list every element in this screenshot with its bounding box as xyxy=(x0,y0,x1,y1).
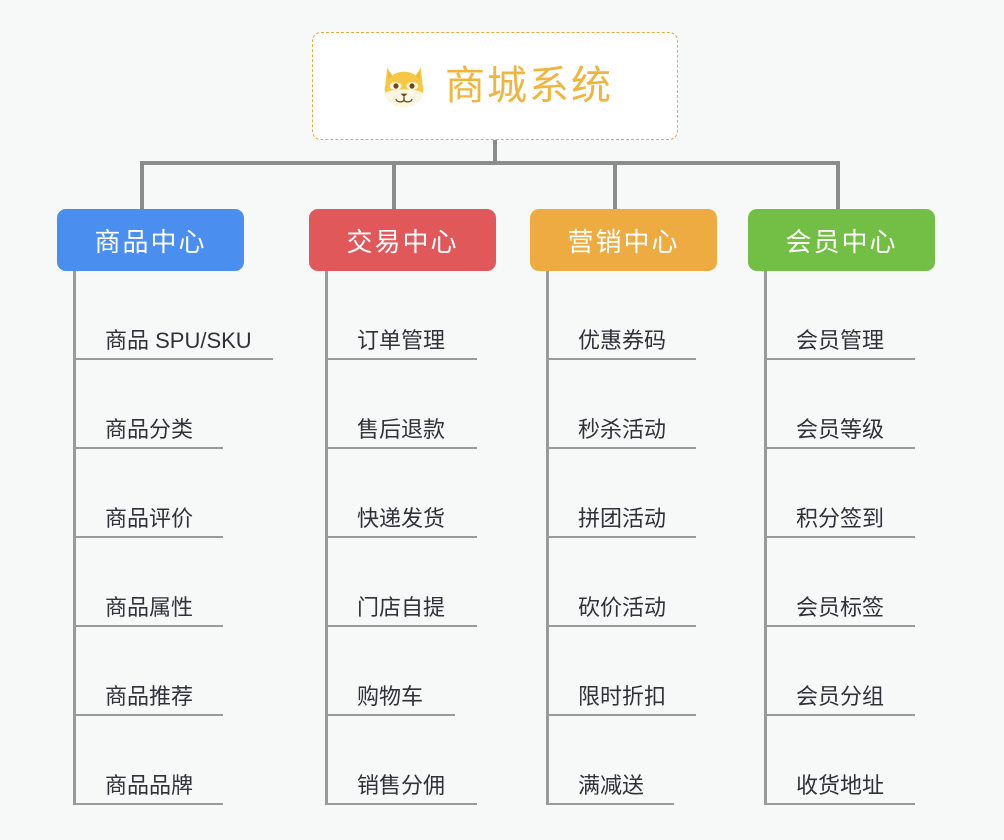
leaf-underline xyxy=(764,803,915,805)
leaf-label: 购物车 xyxy=(357,684,424,709)
leaf-label: 砍价活动 xyxy=(578,595,667,620)
leaf-underline xyxy=(325,447,477,449)
drop-connector-4 xyxy=(836,161,840,209)
leaf-label: 商品品牌 xyxy=(105,773,194,798)
leaf-underline xyxy=(546,714,696,716)
leaf-list-3: 优惠券码 秒杀活动 拼团活动 砍价活动 限时折扣 满减送 xyxy=(546,271,696,805)
horizontal-bus-connector xyxy=(140,161,840,165)
leaf-list-2: 订单管理 售后退款 快递发货 门店自提 购物车 销售分佣 xyxy=(325,271,477,805)
leaf-underline xyxy=(546,536,696,538)
leaf-underline xyxy=(325,358,477,360)
leaf-item[interactable]: 商品属性 xyxy=(73,538,262,627)
category-trunk-4 xyxy=(764,271,767,805)
leaf-label: 快递发货 xyxy=(357,506,446,531)
drop-connector-3 xyxy=(613,161,617,209)
root-title: 商城系统 xyxy=(445,64,613,108)
category-header-3[interactable]: 营销中心 xyxy=(530,209,717,271)
leaf-underline xyxy=(546,625,696,627)
leaf-item[interactable]: 会员标签 xyxy=(764,538,915,627)
leaf-label: 优惠券码 xyxy=(578,328,667,353)
leaf-underline xyxy=(73,536,223,538)
leaf-item[interactable]: 会员等级 xyxy=(764,360,915,449)
category-header-1[interactable]: 商品中心 xyxy=(57,209,244,271)
leaf-label: 商品属性 xyxy=(105,595,194,620)
leaf-label: 商品推荐 xyxy=(105,684,194,709)
leaf-item[interactable]: 订单管理 xyxy=(325,271,477,360)
leaf-underline xyxy=(546,447,696,449)
category-label-3: 营销中心 xyxy=(567,226,680,257)
leaf-item[interactable]: 收货地址 xyxy=(764,716,915,805)
leaf-item[interactable]: 门店自提 xyxy=(325,538,477,627)
leaf-underline xyxy=(73,625,223,627)
root-node[interactable]: 商城系统 xyxy=(312,32,678,140)
leaf-item[interactable]: 会员管理 xyxy=(764,271,915,360)
leaf-underline xyxy=(73,358,273,360)
leaf-label: 拼团活动 xyxy=(578,506,667,531)
leaf-item[interactable]: 满减送 xyxy=(546,716,676,805)
leaf-item[interactable]: 商品 SPU/SKU xyxy=(73,271,273,360)
category-header-4[interactable]: 会员中心 xyxy=(748,209,935,271)
category-trunk-2 xyxy=(325,271,328,805)
drop-connector-1 xyxy=(140,161,144,209)
category-trunk-1 xyxy=(73,271,76,805)
leaf-item[interactable]: 会员分组 xyxy=(764,627,915,716)
leaf-label: 订单管理 xyxy=(357,328,446,353)
leaf-label: 商品评价 xyxy=(105,506,194,531)
leaf-underline xyxy=(325,714,455,716)
leaf-underline xyxy=(73,447,223,449)
category-trunk-3 xyxy=(546,271,549,805)
shiba-dog-emoji xyxy=(384,67,424,109)
leaf-list-4: 会员管理 会员等级 积分签到 会员标签 会员分组 收货地址 xyxy=(764,271,915,805)
leaf-label: 售后退款 xyxy=(357,417,446,442)
leaf-underline xyxy=(73,803,223,805)
leaf-label: 秒杀活动 xyxy=(578,417,667,442)
leaf-item[interactable]: 积分签到 xyxy=(764,449,915,538)
drop-connector-2 xyxy=(392,161,396,209)
leaf-label: 会员标签 xyxy=(796,595,885,620)
leaf-item[interactable]: 拼团活动 xyxy=(546,449,696,538)
category-label-2: 交易中心 xyxy=(346,226,459,257)
leaf-underline xyxy=(764,447,915,449)
root-stem-connector xyxy=(493,140,497,164)
leaf-label: 会员分组 xyxy=(796,684,885,709)
leaf-label: 收货地址 xyxy=(796,773,885,798)
leaf-label: 销售分佣 xyxy=(357,773,446,798)
leaf-underline xyxy=(73,714,223,716)
leaf-item[interactable]: 商品评价 xyxy=(73,449,262,538)
leaf-item[interactable]: 购物车 xyxy=(325,627,455,716)
leaf-underline xyxy=(764,536,915,538)
leaf-underline xyxy=(546,358,696,360)
leaf-underline xyxy=(325,536,477,538)
leaf-item[interactable]: 限时折扣 xyxy=(546,627,696,716)
leaf-underline xyxy=(325,625,477,627)
category-header-2[interactable]: 交易中心 xyxy=(309,209,496,271)
category-label-4: 会员中心 xyxy=(785,226,898,257)
leaf-item[interactable]: 商品品牌 xyxy=(73,716,262,805)
leaf-label: 门店自提 xyxy=(357,595,446,620)
leaf-label: 满减送 xyxy=(578,773,645,798)
category-label-1: 商品中心 xyxy=(94,226,207,257)
leaf-underline xyxy=(764,714,915,716)
leaf-underline xyxy=(764,625,915,627)
leaf-label: 商品分类 xyxy=(105,417,194,442)
leaf-label: 积分签到 xyxy=(796,506,885,531)
leaf-underline xyxy=(546,803,674,805)
leaf-item[interactable]: 快递发货 xyxy=(325,449,477,538)
leaf-label: 会员管理 xyxy=(796,328,885,353)
leaf-item[interactable]: 秒杀活动 xyxy=(546,360,696,449)
leaf-label: 会员等级 xyxy=(796,417,885,442)
leaf-underline xyxy=(764,358,915,360)
leaf-item[interactable]: 销售分佣 xyxy=(325,716,477,805)
leaf-item[interactable]: 商品分类 xyxy=(73,360,262,449)
leaf-label: 限时折扣 xyxy=(578,684,667,709)
leaf-list-1: 商品 SPU/SKU 商品分类 商品评价 商品属性 商品推荐 商品品牌 xyxy=(73,271,273,805)
leaf-label: 商品 SPU/SKU xyxy=(105,328,252,353)
leaf-item[interactable]: 商品推荐 xyxy=(73,627,262,716)
leaf-item[interactable]: 砍价活动 xyxy=(546,538,696,627)
leaf-item[interactable]: 优惠券码 xyxy=(546,271,696,360)
leaf-item[interactable]: 售后退款 xyxy=(325,360,477,449)
leaf-underline xyxy=(325,803,477,805)
